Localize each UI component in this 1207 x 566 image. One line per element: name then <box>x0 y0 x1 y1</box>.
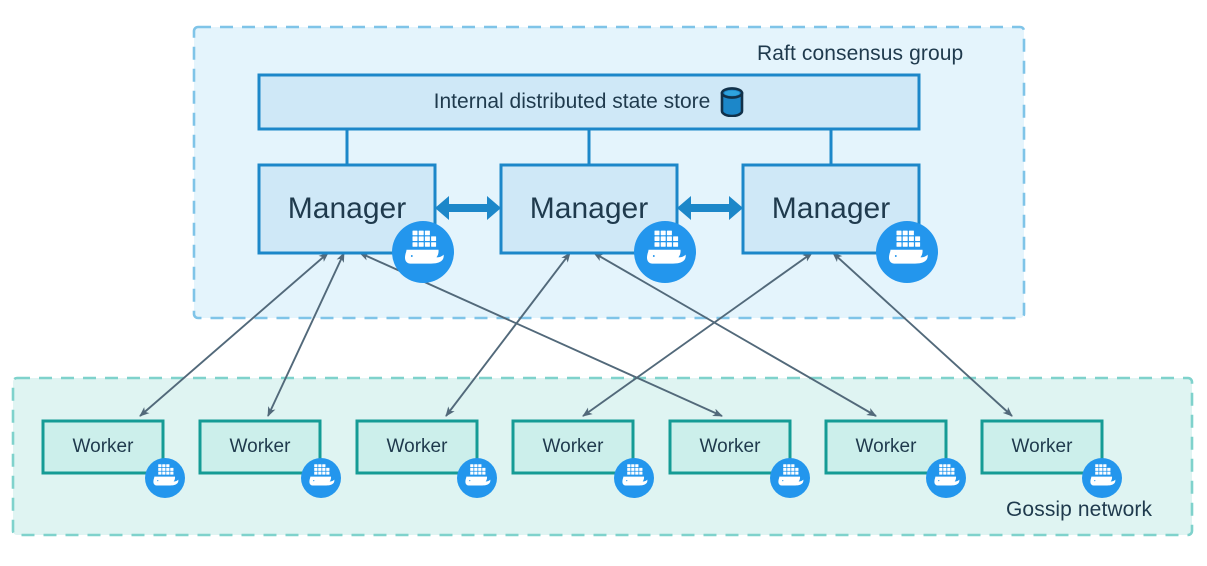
state-store-text: Internal distributed state store <box>433 90 711 113</box>
zone-label-gossip: Gossip network <box>1006 498 1153 521</box>
docker-whale-icon <box>301 458 341 498</box>
database-cylinder-icon <box>721 87 744 117</box>
node-worker-5[interactable] <box>668 419 792 475</box>
node-worker-4[interactable] <box>511 419 635 475</box>
zone-label-raft: Raft consensus group <box>757 42 964 65</box>
docker-whale-icon <box>876 221 938 283</box>
docker-whale-icon <box>145 458 185 498</box>
link-manager-3-to-worker-7 <box>832 252 1013 417</box>
docker-whale-icon <box>1082 458 1122 498</box>
node-worker-3[interactable] <box>355 419 479 475</box>
node-worker-2[interactable] <box>198 419 322 475</box>
state-store-label: Internal distributed state store <box>259 75 919 129</box>
node-worker-1[interactable] <box>41 419 165 475</box>
link-manager-2-to-worker-6 <box>593 252 877 417</box>
docker-whale-icon <box>614 458 654 498</box>
docker-whale-icon <box>770 458 810 498</box>
state-store-box[interactable] <box>257 73 921 131</box>
node-worker-7[interactable] <box>980 419 1104 475</box>
docker-whale-icon <box>392 221 454 283</box>
node-worker-6[interactable] <box>824 419 948 475</box>
docker-whale-icon <box>634 221 696 283</box>
link-manager-1-to-worker-2 <box>267 252 345 417</box>
link-manager-2-manager-3 <box>677 196 743 220</box>
docker-whale-icon <box>457 458 497 498</box>
link-manager-1-manager-2 <box>435 196 501 220</box>
docker-whale-icon <box>926 458 966 498</box>
